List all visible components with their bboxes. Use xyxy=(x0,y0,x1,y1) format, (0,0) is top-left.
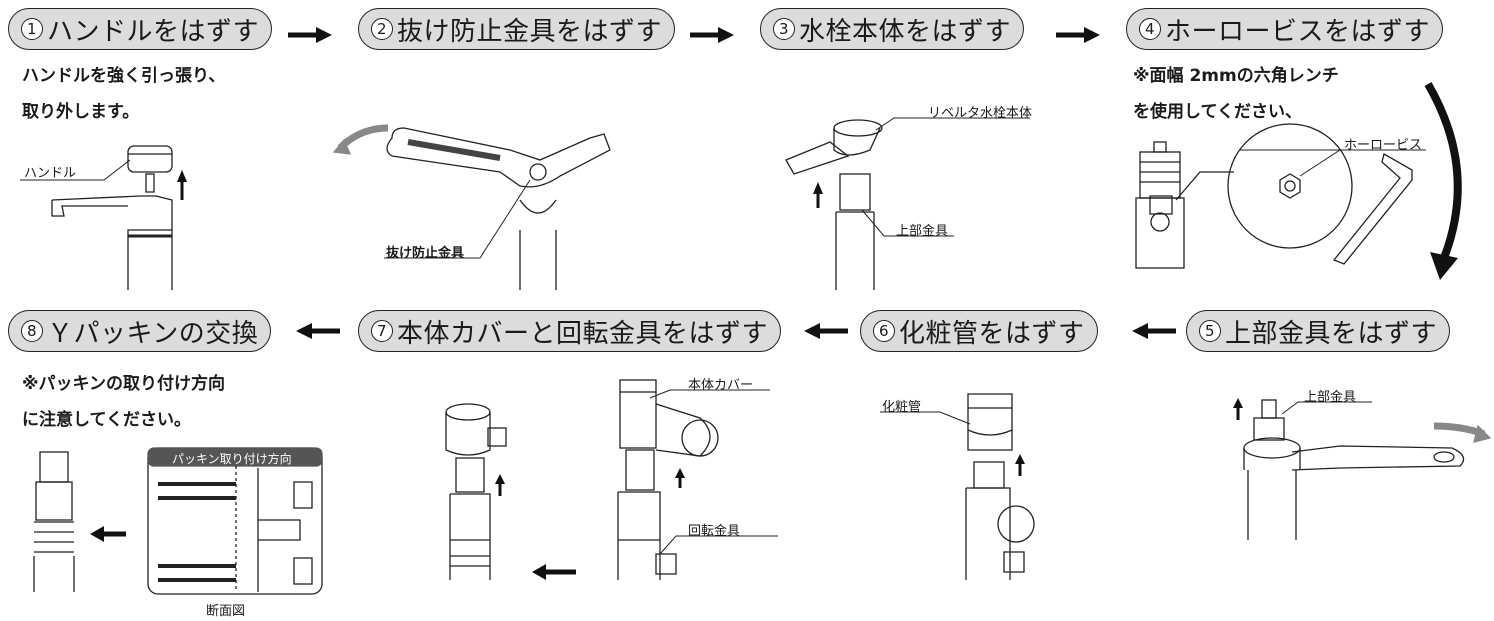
label-upper-fitting-step5: 上部金具 xyxy=(1304,390,1357,405)
label-faucet-body: リベルタ水栓本体 xyxy=(928,106,1033,121)
flow-arrow-right-icon xyxy=(288,27,332,43)
step-number: 1 xyxy=(21,18,43,40)
step-8-title: 8 Ｙパッキンの交換 xyxy=(8,310,272,352)
label-cross-section: 断面図 xyxy=(206,604,246,619)
flow-arrow-left-icon xyxy=(804,323,848,339)
step-title-text: 本体カバーと回転金具をはずす xyxy=(397,318,769,349)
step-number: 8 xyxy=(21,320,43,342)
step-title-text: ハンドルをはずす xyxy=(47,16,260,47)
step-4-title: 4 ホーロービスをはずす xyxy=(1126,8,1444,50)
body-cover-drawing xyxy=(445,379,778,580)
note-line: ※パッキンの取り付け方向 xyxy=(22,374,226,394)
note-line: ※面幅 2mmの六角レンチ xyxy=(1133,66,1339,86)
step-number: 5 xyxy=(1199,320,1221,342)
label-handle: ハンドル xyxy=(24,166,77,181)
step-7-title: 7 本体カバーと回転金具をはずす xyxy=(358,310,782,352)
step-title-text: 水栓本体をはずす xyxy=(799,16,1012,47)
label-anti-slip-fitting: 抜け防止金具 xyxy=(386,246,465,261)
label-hollow-screw: ホーロービス xyxy=(1344,138,1423,153)
flow-arrow-left-icon xyxy=(296,323,340,339)
step-1-note: ハンドルを強く引っ張り、 取り外します。 xyxy=(22,58,225,130)
step-number: 6 xyxy=(873,320,895,342)
flow-arrow-right-icon xyxy=(690,27,734,43)
label-rotary-fitting: 回転金具 xyxy=(688,524,741,539)
flow-arrow-right-icon xyxy=(1056,27,1100,43)
note-line: を使用してください、 xyxy=(1133,102,1302,122)
step-2-title: 2 抜け防止金具をはずす xyxy=(358,8,676,50)
packing-drawing xyxy=(33,447,323,595)
step-title-text: 抜け防止金具をはずす xyxy=(397,16,663,47)
decorative-pipe-drawing xyxy=(880,393,1035,580)
note-line: ハンドルを強く引っ張り、 xyxy=(22,66,226,86)
step-8-note: ※パッキンの取り付け方向 に注意してください。 xyxy=(22,366,225,438)
step-3-title: 3 水栓本体をはずす xyxy=(760,8,1025,50)
label-upper-fitting-step3: 上部金具 xyxy=(896,224,949,239)
curved-down-arrow-icon xyxy=(1424,81,1462,280)
faucet-body-drawing xyxy=(785,117,1030,290)
step-number: 4 xyxy=(1139,18,1161,40)
step-title-text: 上部金具をはずす xyxy=(1225,318,1438,349)
label-decorative-pipe: 化粧管 xyxy=(882,400,922,415)
upper-fitting-wrench-drawing xyxy=(1233,398,1492,540)
step-1-title: 1 ハンドルをはずす xyxy=(8,8,273,50)
flow-arrow-left-icon xyxy=(1132,323,1176,339)
note-line: に注意してください。 xyxy=(22,410,191,430)
wrench-removal-drawing xyxy=(332,124,611,290)
step-4-note: ※面幅 2mmの六角レンチ を使用してください、 xyxy=(1133,58,1339,130)
hollow-screw-drawing xyxy=(1135,123,1426,269)
note-line: 取り外します。 xyxy=(22,102,140,122)
label-packing-direction: パッキン取り付け方向 xyxy=(172,452,292,466)
step-title-text: Ｙパッキンの交換 xyxy=(47,318,259,349)
step-number: 7 xyxy=(371,320,393,342)
step-number: 2 xyxy=(371,18,393,40)
label-body-cover: 本体カバー xyxy=(688,378,754,393)
step-title-text: 化粧管をはずす xyxy=(899,318,1085,349)
faucet-handle-drawing xyxy=(20,145,187,290)
step-6-title: 6 化粧管をはずす xyxy=(860,310,1098,352)
step-title-text: ホーロービスをはずす xyxy=(1165,16,1431,47)
step-5-title: 5 上部金具をはずす xyxy=(1186,310,1451,352)
step-number: 3 xyxy=(773,18,795,40)
